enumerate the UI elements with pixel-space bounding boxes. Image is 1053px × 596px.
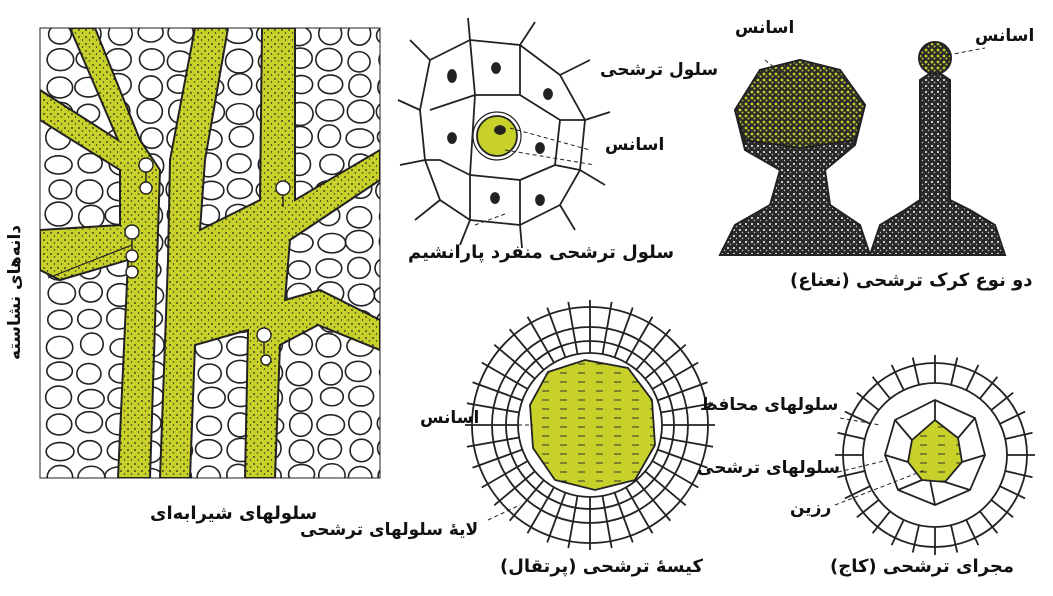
parenchyma-cell xyxy=(380,363,404,382)
secretory-cell-label: سلول ترشحی xyxy=(600,62,718,79)
trichome-panel xyxy=(720,42,1005,255)
duct-secretory-cells-label: سلولهای ترشحی xyxy=(697,460,840,477)
parenchyma-cell xyxy=(378,75,402,99)
parenchyma-cell xyxy=(379,48,402,72)
parenchyma-cell xyxy=(378,436,402,459)
duct-caption: مجرای ترشحی (کاج) xyxy=(830,558,1014,576)
oil-label-trichome-left: اسانس xyxy=(735,20,794,37)
parenchyma-cell xyxy=(379,230,403,253)
trichome-caption: دو نوع کرک ترشحی (نعناع) xyxy=(790,272,1033,290)
parenchyma-cell xyxy=(381,389,404,409)
resin-label: رزین xyxy=(790,500,831,517)
parenchyma-cell xyxy=(377,413,400,433)
cavity-caption: کیسهٔ ترشحی (پرتقال) xyxy=(500,558,703,576)
parenchyma-cell xyxy=(378,465,406,486)
oil-label-cavity: اسانس xyxy=(420,410,479,427)
parenchyma-cell xyxy=(378,335,401,354)
parenchyma-cell xyxy=(377,310,404,332)
parenchyma-cell xyxy=(379,205,403,227)
guard-cells-label: سلولهای محافظ xyxy=(700,397,838,414)
single-cell-caption: سلول ترشحی منفرد پارانشیم xyxy=(408,244,674,262)
secretory-layer-label: لایهٔ سلولهای ترشحی xyxy=(300,522,478,539)
duct-panel xyxy=(835,355,1035,555)
single-cell-panel xyxy=(398,18,610,248)
oil-label-single-cell: اسانس xyxy=(605,137,664,154)
starch-grains-label: دانه‌های نشاسته xyxy=(5,225,25,335)
oil-label-trichome-right: اسانس xyxy=(975,28,1034,45)
laticifer-panel xyxy=(40,20,406,489)
parenchyma-cell xyxy=(377,128,401,146)
cavity-panel xyxy=(465,300,715,550)
laticifer-caption: سلولهای شیرابه‌ای xyxy=(150,505,317,523)
